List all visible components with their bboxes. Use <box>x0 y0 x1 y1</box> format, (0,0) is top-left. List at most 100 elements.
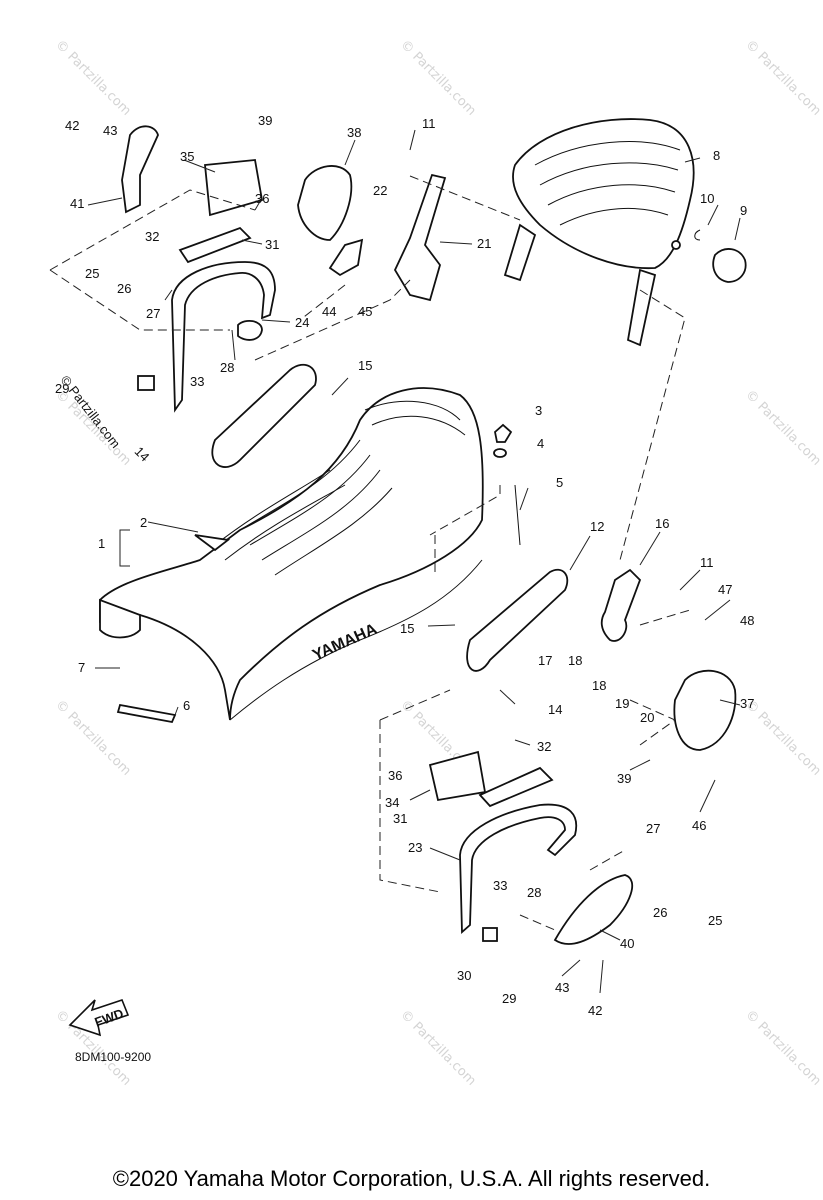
callout-21: 21 <box>477 236 491 251</box>
callout-42a: 42 <box>65 118 79 133</box>
plate-part-12 <box>466 568 569 672</box>
callout-47: 47 <box>718 582 732 597</box>
callout-41: 41 <box>70 196 84 211</box>
plate-part-34 <box>428 750 487 802</box>
bracket-part-44 <box>328 238 364 277</box>
callout-11a: 11 <box>422 116 436 131</box>
leader-lines <box>49 129 741 994</box>
callout-19: 19 <box>615 696 629 711</box>
rail-part-23 <box>459 803 578 934</box>
seat-brand-text: YAMAHA <box>310 621 380 665</box>
band-part-5 <box>514 484 521 546</box>
bush-part-29 <box>137 375 155 391</box>
callout-37: 37 <box>740 696 754 711</box>
callout-48: 48 <box>740 613 754 628</box>
bracket-part-16 <box>600 568 642 642</box>
callout-28a: 28 <box>220 360 234 375</box>
callout-30: 30 <box>457 968 471 983</box>
callout-46: 46 <box>692 818 706 833</box>
callout-18b: 18 <box>592 678 606 693</box>
plate-part-35 <box>204 159 264 217</box>
callout-1: 1 <box>98 536 105 551</box>
callout-25b: 25 <box>708 913 722 928</box>
callout-10: 10 <box>700 191 714 206</box>
washer-part-4 <box>493 448 507 458</box>
seat-part: YAMAHA <box>99 387 484 721</box>
callout-26b: 26 <box>653 905 667 920</box>
callout-36a: 36 <box>255 191 269 206</box>
backrest-part <box>503 118 695 347</box>
callout-23: 23 <box>408 840 422 855</box>
callout-39b: 39 <box>617 771 631 786</box>
callout-12: 12 <box>590 519 604 534</box>
diagram-code: 8DM100-9200 <box>75 1050 151 1064</box>
callout-31a: 31 <box>265 237 279 252</box>
callout-25a: 25 <box>85 266 99 281</box>
callout-24: 24 <box>295 315 309 330</box>
callout-32b: 32 <box>537 739 551 754</box>
callout-27b: 27 <box>646 821 660 836</box>
rod-part-31-right <box>478 766 554 808</box>
rod-part-31 <box>178 226 252 264</box>
callout-34: 34 <box>385 795 399 810</box>
parts-drawings: YAMAHA <box>99 118 747 945</box>
cover-part-38 <box>297 165 353 241</box>
callout-33a: 33 <box>190 374 204 389</box>
callout-36b: 36 <box>388 768 402 783</box>
callout-43a: 43 <box>103 123 117 138</box>
watermark-text: © Partzilla.com <box>52 37 134 119</box>
callout-27a: 27 <box>146 306 160 321</box>
callout-2: 2 <box>140 515 147 530</box>
grip-part-41 <box>121 125 159 214</box>
plate-part-14-left <box>211 363 317 468</box>
callout-44: 44 <box>322 304 336 319</box>
callout-20: 20 <box>640 710 654 725</box>
callout-43b: 43 <box>555 980 569 995</box>
callout-14b: 14 <box>548 702 562 717</box>
callout-22: 22 <box>373 183 387 198</box>
callout-29b: 29 <box>502 991 516 1006</box>
callout-31b: 31 <box>393 811 407 826</box>
bracket-part-21 <box>393 173 447 302</box>
callout-35: 35 <box>180 149 194 164</box>
callout-3: 3 <box>535 403 542 418</box>
callout-15a: 15 <box>358 358 372 373</box>
nut-part-3 <box>494 423 513 443</box>
callout-40: 40 <box>620 936 634 951</box>
callout-11b: 11 <box>700 555 714 570</box>
knob-part-9 <box>712 248 747 283</box>
callout-15b: 15 <box>400 621 414 636</box>
callout-9: 9 <box>740 203 747 218</box>
callout-7: 7 <box>78 660 85 675</box>
callout-38: 38 <box>347 125 361 140</box>
clip-part-10 <box>694 229 701 241</box>
watermark-text: © Partzilla.com <box>397 37 479 119</box>
rail-part-24 <box>171 261 276 413</box>
grip-part-40 <box>553 874 634 945</box>
callout-17: 17 <box>538 653 552 668</box>
watermark-text: © Partzilla.com <box>742 387 823 469</box>
watermark-text: © Partzilla.com <box>397 1007 479 1089</box>
callout-29a: 29 <box>55 381 69 396</box>
strap-part-6 <box>116 703 177 724</box>
callout-33b: 33 <box>493 878 507 893</box>
cap-part-24 <box>237 319 263 341</box>
callout-8: 8 <box>713 148 720 163</box>
cover-part-37 <box>673 669 737 751</box>
callout-32a: 32 <box>145 229 159 244</box>
callout-4: 4 <box>537 436 544 451</box>
callout-28b: 28 <box>527 885 541 900</box>
callout-45: 45 <box>358 304 372 319</box>
callout-26a: 26 <box>117 281 131 296</box>
callout-layer: 1 2 3 4 5 6 7 8 9 10 11 11 12 14 14 15 1… <box>55 113 754 1018</box>
callout-5: 5 <box>556 475 563 490</box>
callout-42b: 42 <box>588 1003 602 1018</box>
callout-6: 6 <box>183 698 190 713</box>
watermark-text: © Partzilla.com <box>742 1007 823 1089</box>
watermark-text: © Partzilla.com <box>52 387 134 469</box>
bush-part-30 <box>482 927 498 942</box>
callout-39a: 39 <box>258 113 272 128</box>
callout-14a: 14 <box>132 444 153 465</box>
callout-18a: 18 <box>568 653 582 668</box>
